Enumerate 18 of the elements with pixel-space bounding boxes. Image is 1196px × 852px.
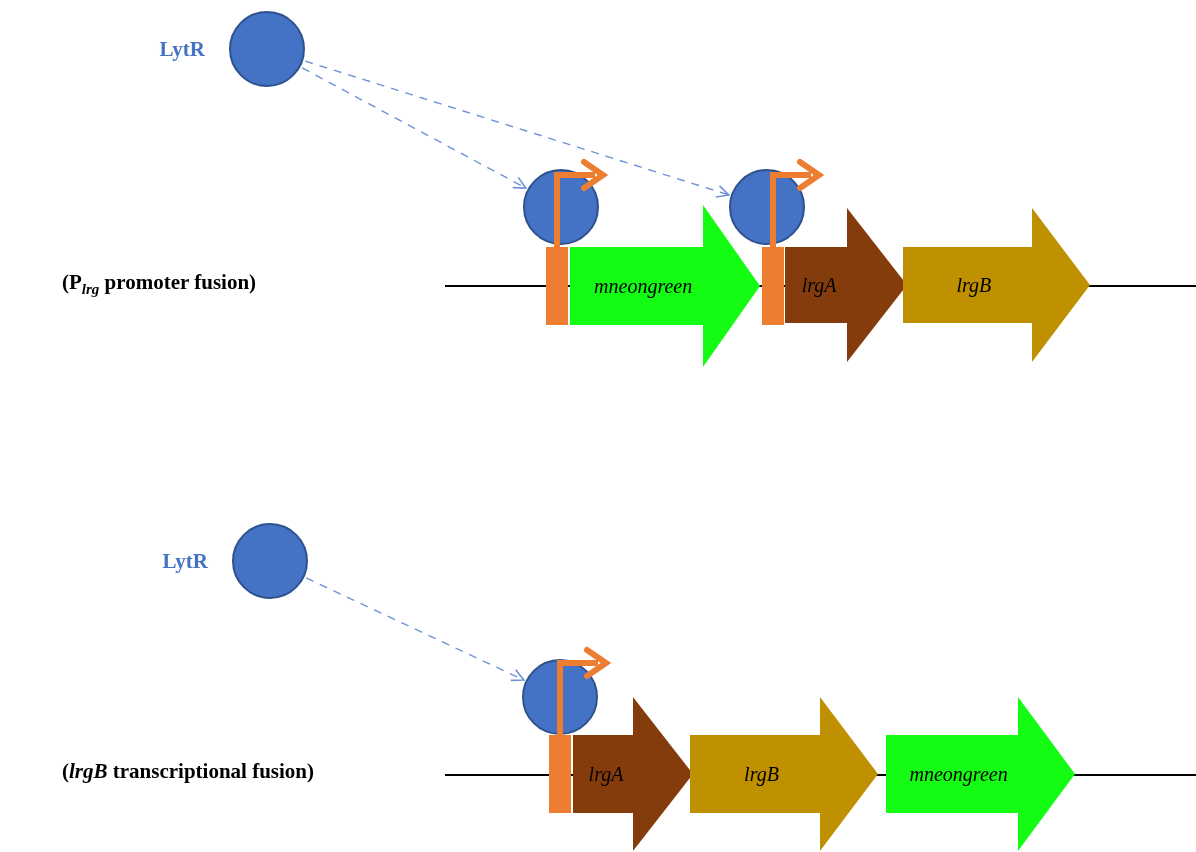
gene-name: lrgA	[588, 762, 624, 786]
protein-label: LytR	[159, 37, 205, 62]
gene-name: mneongreen	[594, 274, 693, 298]
construct-label: (lrgB transcriptional fusion)	[62, 759, 315, 784]
gene-block	[573, 697, 693, 851]
gene-name: mneongreen	[909, 762, 1008, 786]
gene-block	[690, 697, 878, 851]
gene-block	[570, 205, 760, 367]
dashed-arrow	[305, 577, 525, 682]
dashed-arrow	[301, 67, 527, 189]
dashed-arrow	[304, 60, 730, 198]
gene-block	[886, 697, 1075, 851]
protein-label: LytR	[162, 549, 208, 574]
gene-block	[903, 208, 1090, 362]
gene-name: lrgB	[956, 273, 992, 297]
construct-label: (P$_{lrg}$ promoter fusion)	[62, 270, 257, 299]
gene-name: lrgB	[744, 762, 779, 786]
gene-name: lrgA	[801, 273, 837, 297]
